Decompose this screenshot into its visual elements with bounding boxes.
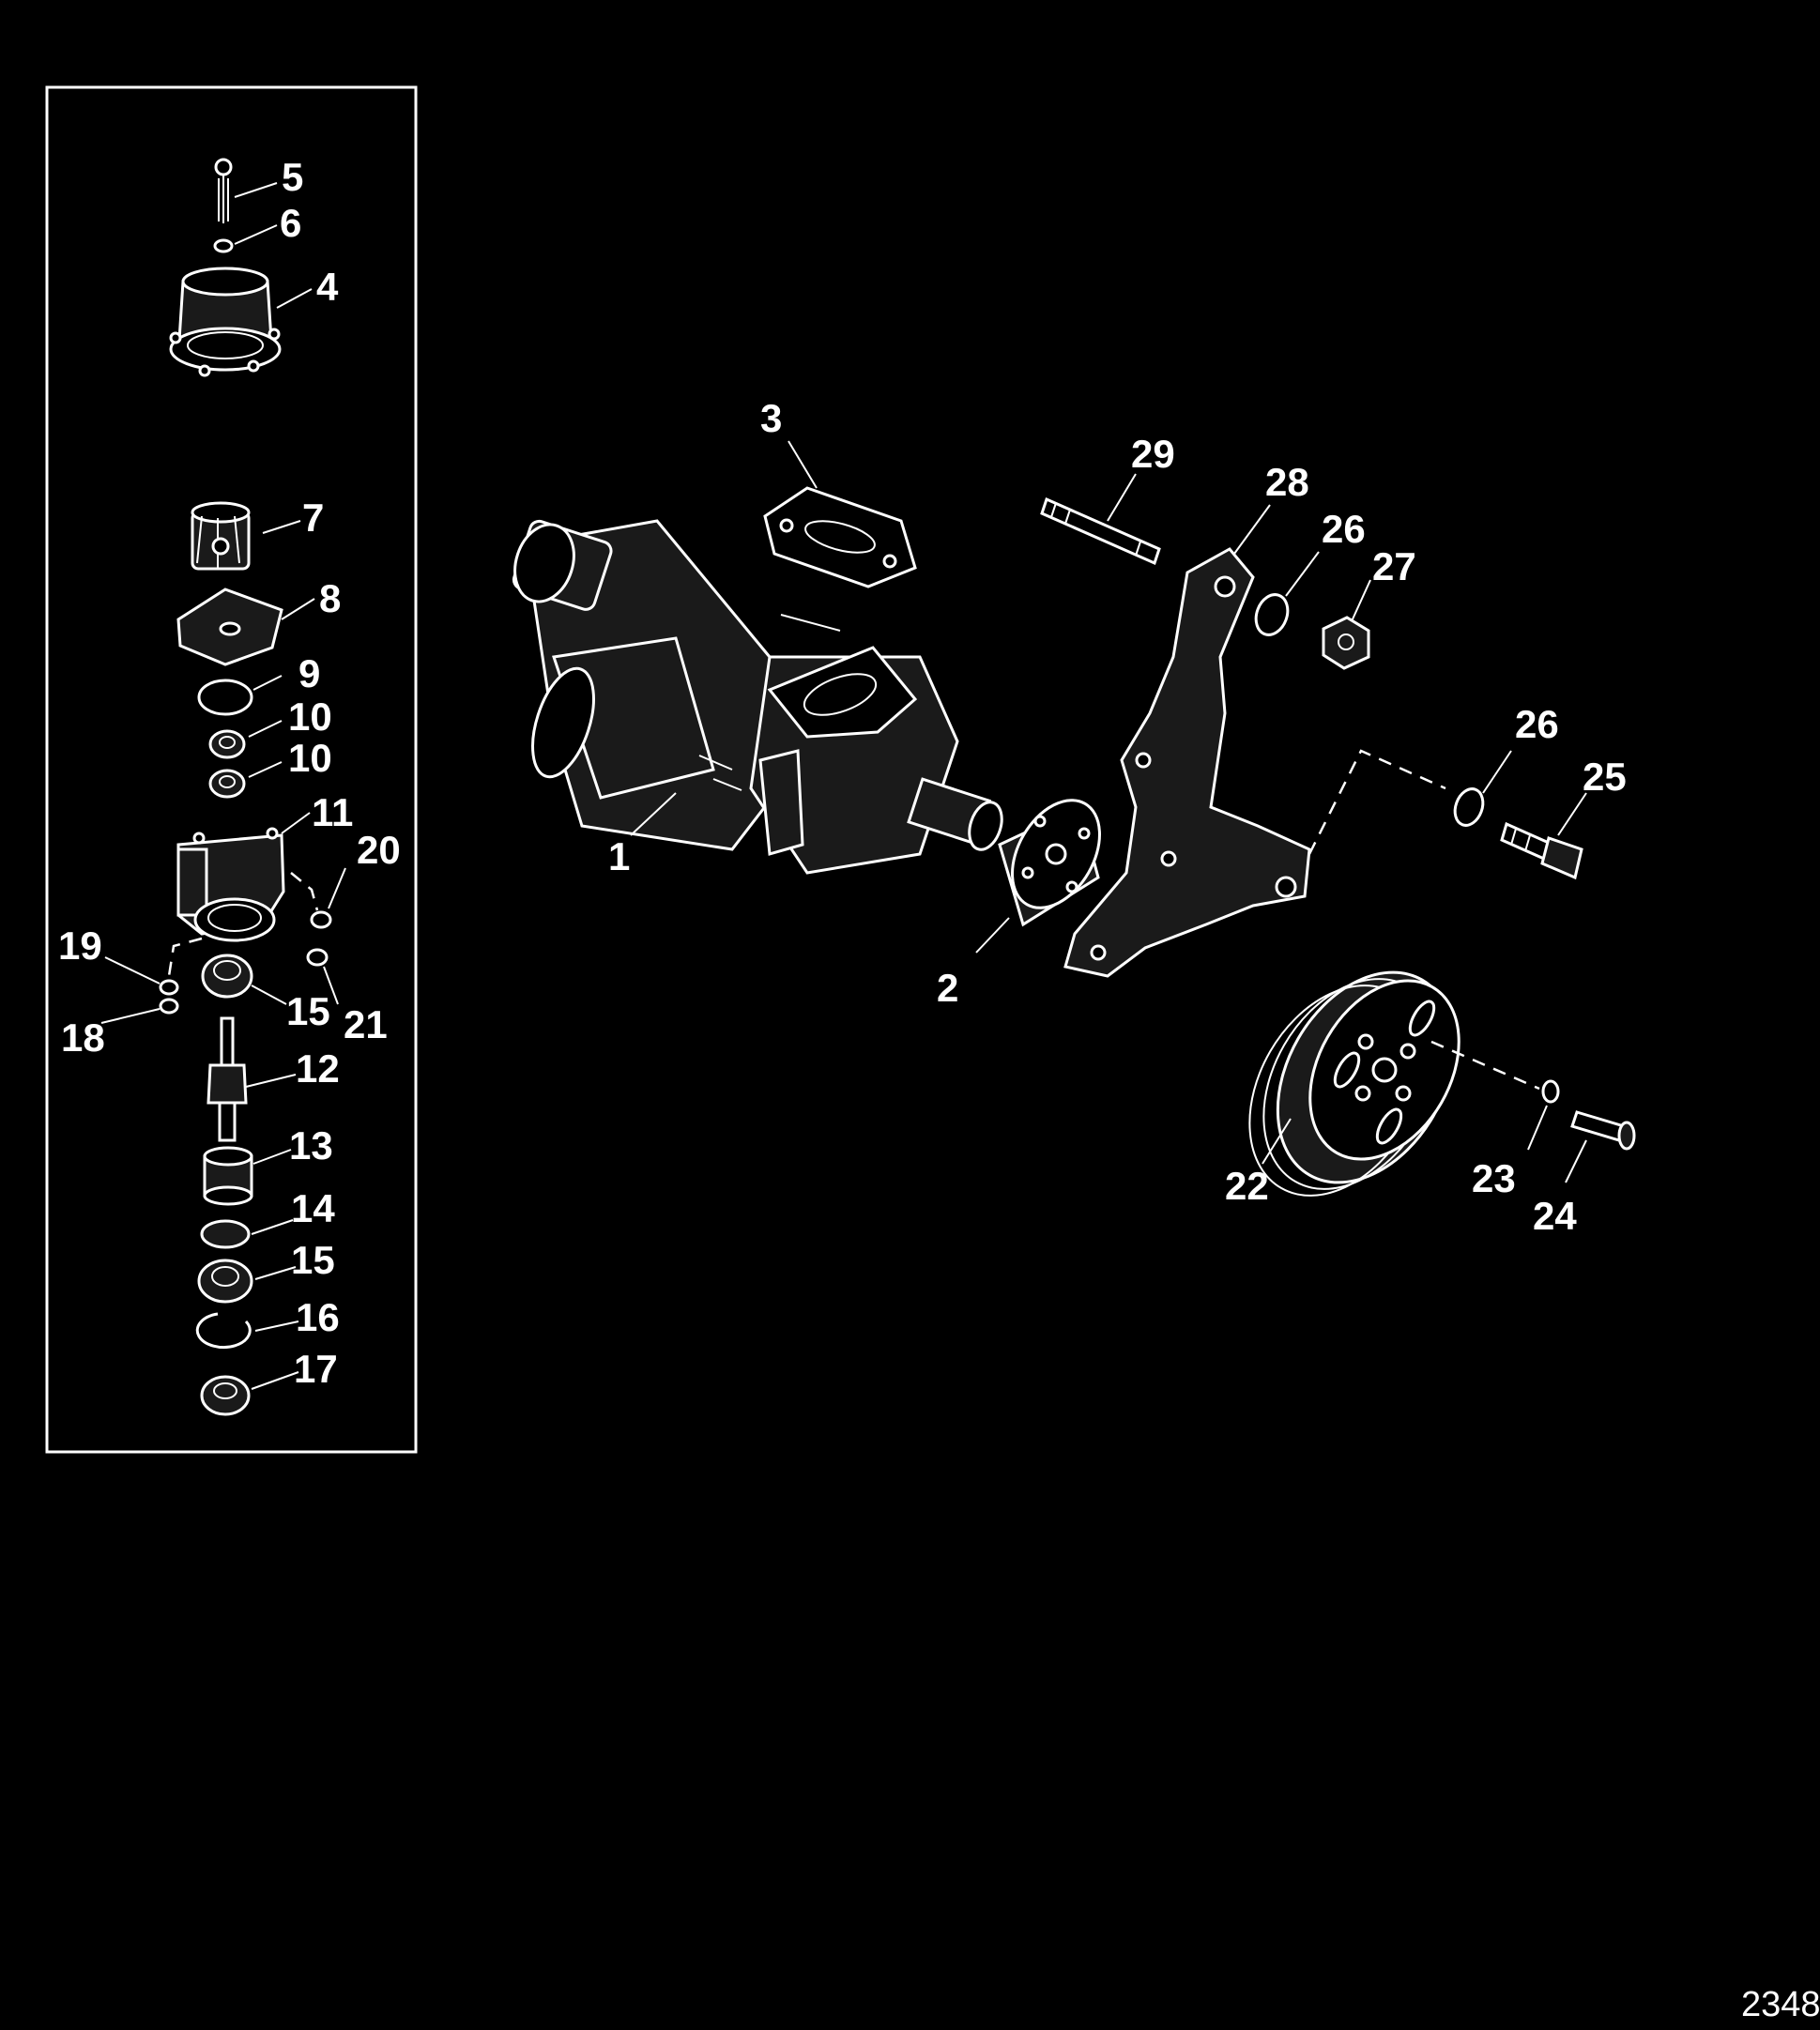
part-screw-24: [1570, 1110, 1636, 1151]
callout-4: 4: [316, 265, 339, 309]
callout-12: 12: [296, 1046, 340, 1091]
part-seal-lower: [208, 769, 246, 799]
part-washer-26-upper: [1254, 593, 1290, 636]
part-flange-nut: [1322, 616, 1370, 670]
figure-number: 23486: [1741, 1985, 1820, 2024]
part-impeller: [191, 501, 251, 571]
callout-19: 19: [58, 923, 102, 968]
part-shaft: [206, 1016, 248, 1142]
part-nut-20: [310, 910, 332, 929]
callout-7: 7: [302, 496, 324, 540]
part-o-ring: [197, 679, 253, 716]
part-stud: [1040, 496, 1161, 566]
callout-15-upper: 15: [286, 989, 330, 1033]
part-snap-ring: [195, 1312, 252, 1350]
leader-lines: [100, 182, 1587, 1390]
callout-29: 29: [1131, 432, 1175, 476]
callout-22: 22: [1225, 1164, 1269, 1208]
part-gasket: [763, 486, 917, 588]
callout-24: 24: [1533, 1194, 1577, 1238]
callout-3: 3: [760, 396, 782, 440]
part-drive-pulley: [1248, 970, 1461, 1197]
part-mounting-bracket: [1063, 547, 1311, 978]
part-bearing-upper: [201, 954, 253, 999]
part-washer: [213, 238, 234, 253]
callout-6: 6: [280, 201, 301, 245]
callout-10-upper: 10: [288, 694, 332, 739]
callout-17: 17: [294, 1347, 338, 1391]
callout-20: 20: [357, 828, 401, 872]
callout-25: 25: [1583, 755, 1627, 799]
part-pump-cover: [169, 267, 282, 377]
callout-9: 9: [298, 651, 320, 695]
part-nut-18: [159, 998, 179, 1015]
part-pulley-hub: [998, 799, 1101, 927]
part-washer-14: [200, 1219, 251, 1249]
callout-27: 27: [1372, 544, 1416, 588]
callout-16: 16: [296, 1295, 340, 1339]
callout-28: 28: [1265, 460, 1309, 504]
callout-10-lower: 10: [288, 736, 332, 780]
callout-23: 23: [1472, 1156, 1516, 1200]
part-screw: [214, 158, 233, 223]
callout-18: 18: [61, 1015, 105, 1060]
part-pump-body: [176, 827, 285, 942]
part-seal-upper: [208, 729, 246, 759]
callout-11: 11: [312, 790, 353, 834]
part-sea-water-pump: [512, 519, 1003, 875]
callout-26-upper: 26: [1322, 507, 1366, 551]
part-washer-23: [1541, 1079, 1560, 1104]
alignment-dashed-line-pulley: [1430, 1040, 1540, 1091]
part-bolt-25: [1500, 821, 1583, 880]
callout-5: 5: [282, 155, 303, 199]
part-nut-19: [159, 979, 179, 996]
callout-1: 1: [608, 834, 630, 878]
part-spacer: [203, 1146, 253, 1206]
alignment-dashed-line-bolt: [1308, 749, 1446, 855]
part-bearing-lower: [197, 1259, 253, 1304]
part-wear-plate: [176, 588, 283, 666]
inset-frame: [45, 85, 418, 1454]
callout-21: 21: [344, 1002, 388, 1046]
alignment-dashed-line-inset-right: [290, 872, 319, 911]
callout-14: 14: [291, 1186, 335, 1230]
part-nut-21: [306, 948, 329, 967]
callout-26-lower: 26: [1515, 702, 1559, 746]
part-seal-17: [200, 1375, 251, 1416]
callout-2: 2: [937, 966, 958, 1010]
callout-13: 13: [289, 1123, 333, 1168]
callout-8: 8: [319, 576, 341, 620]
part-washer-26-lower: [1453, 787, 1485, 827]
alignment-dashed-line-inset-left: [167, 937, 203, 977]
callout-15-lower: 15: [291, 1238, 335, 1282]
